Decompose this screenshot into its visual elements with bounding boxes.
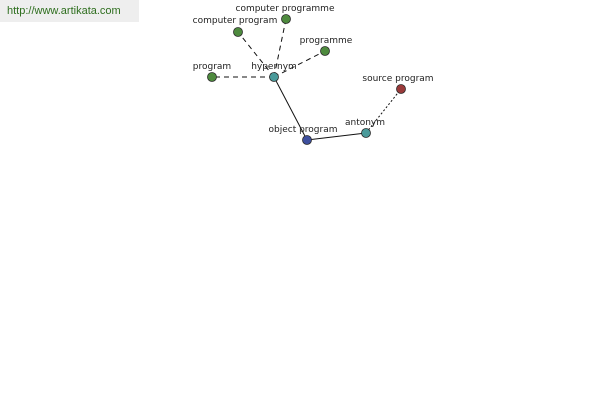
node-computer-program-dot[interactable]: [233, 27, 243, 37]
edge-antonym-source-program: [365, 88, 402, 134]
node-object-program-dot[interactable]: [302, 135, 312, 145]
edge-hypernym-object-program: [273, 76, 308, 141]
edge-object-program-antonym: [306, 132, 367, 141]
node-source-program-label: source program: [362, 74, 433, 84]
node-hypernym-label: hypernym: [251, 62, 297, 72]
node-program-dot[interactable]: [207, 72, 217, 82]
node-source-program-dot[interactable]: [396, 84, 406, 94]
node-object-program[interactable]: object program: [268, 125, 338, 145]
node-computer-program-label: computer program: [193, 16, 278, 26]
node-object-program-label: object program: [268, 125, 337, 135]
node-programme[interactable]: programme: [300, 36, 353, 56]
node-computer-programme-dot[interactable]: [281, 14, 291, 24]
node-hypernym-dot[interactable]: [269, 72, 279, 82]
edges: [212, 18, 402, 141]
edge-hypernym-computer-program: [237, 31, 275, 78]
node-source-program[interactable]: source program: [362, 74, 434, 94]
node-antonym-dot[interactable]: [361, 128, 371, 138]
edge-hypernym-computer-programme: [273, 18, 287, 78]
node-programme-label: programme: [300, 36, 353, 46]
node-computer-program[interactable]: computer program: [193, 16, 278, 37]
node-hypernym[interactable]: hypernym: [251, 62, 297, 82]
node-programme-dot[interactable]: [320, 46, 330, 56]
node-computer-programme-label: computer programme: [236, 4, 335, 14]
node-computer-programme[interactable]: computer programme: [236, 4, 335, 24]
edge-hypernym-programme: [273, 50, 326, 78]
node-program-label: program: [193, 62, 231, 72]
node-antonym-label: antonym: [345, 118, 385, 128]
watermark-url: http://www.artikata.com: [0, 0, 139, 22]
node-program[interactable]: program: [193, 62, 231, 82]
node-antonym[interactable]: antonym: [345, 118, 385, 138]
